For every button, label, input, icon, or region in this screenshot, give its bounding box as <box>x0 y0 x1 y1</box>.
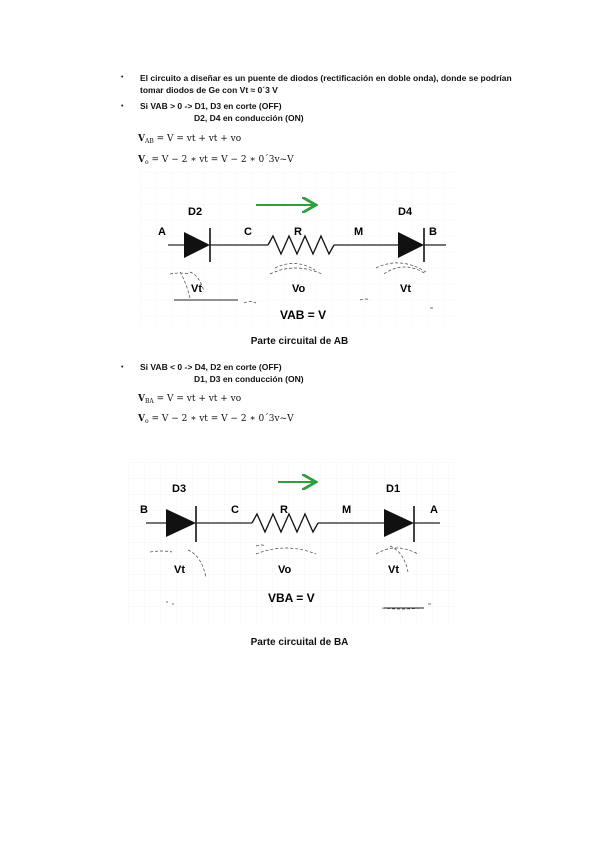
eq-vab-rest: = V = vt + vt + vo <box>153 134 242 144</box>
node-label-m: M <box>342 504 351 516</box>
sketch-mark <box>269 263 323 275</box>
vt-label-right: Vt <box>388 564 399 576</box>
bullet-dot-ba: • <box>121 364 124 371</box>
resistor-symbol <box>251 512 319 534</box>
node-label-m: M <box>354 226 363 238</box>
resistor-symbol <box>267 234 335 256</box>
circuit-diagram-ab: A D2 C R M D4 B Vt Vo Vt VAB = V <box>140 172 460 327</box>
eq-vba-subscript: BA <box>144 398 154 405</box>
condition-ab: Si VAB > 0 -> D1, D3 en corte (OFF) <box>140 101 282 111</box>
eq-vba-rest: = V = vt + vt + vo <box>153 394 242 404</box>
eq-vo-ab-rest: = V − 2 ∗ vt = V − 2 ∗ 0´3v~V <box>148 155 294 165</box>
equation-vo-ab: Vo = V − 2 ∗ vt = V − 2 ∗ 0´3v~V <box>138 155 294 166</box>
sketch-mark <box>166 601 431 610</box>
sketch-mark <box>149 544 419 579</box>
circuit-diagram-ba: B D3 C R M D1 A Vt Vo Vt VBA = V <box>128 462 458 622</box>
diode-label-left: D3 <box>172 483 186 495</box>
condition-ba: Si VAB < 0 -> D4, D2 en corte (OFF) <box>140 362 282 372</box>
sketch-mark <box>375 262 427 275</box>
diode-d1-symbol <box>384 509 414 537</box>
equation-vba: VBA = V = vt + vt + vo <box>138 394 241 405</box>
eq-vo-ba-rest: = V − 2 ∗ vt = V − 2 ∗ 0´3v~V <box>148 414 294 424</box>
grid-background <box>128 462 458 622</box>
eq-vo-ba-symbol: V <box>138 414 145 424</box>
sketch-mark <box>243 298 433 309</box>
eq-vab-subscript: AB <box>144 138 154 145</box>
condition-ab-2: D2, D4 en conducción (ON) <box>194 113 304 123</box>
node-label-c: C <box>231 504 239 516</box>
eq-vo-ab-subscript: o <box>144 159 149 166</box>
condition-ba-2: D1, D3 en conducción (ON) <box>194 374 304 384</box>
diode-label-right: D1 <box>386 483 400 495</box>
eq-vo-ba-subscript: o <box>144 418 149 425</box>
bullet-dot-intro: • <box>121 74 124 81</box>
sketch-mark <box>169 271 205 299</box>
diode-d4-symbol <box>398 232 424 258</box>
caption-ab: Parte circuital de AB <box>250 336 349 347</box>
intro-line-1: El circuito a diseñar es un puente de di… <box>140 73 512 83</box>
node-label-left: A <box>158 226 166 238</box>
vt-label-left: Vt <box>191 283 202 295</box>
diode-label-right: D4 <box>398 206 413 218</box>
vo-label: Vo <box>292 283 306 295</box>
equation-vab: VAB = V = vt + vt + vo <box>138 134 241 145</box>
node-label-left: B <box>140 504 148 516</box>
diode-d2-symbol <box>184 232 210 258</box>
equation-vo-ba: Vo = V − 2 ∗ vt = V − 2 ∗ 0´3v~V <box>138 414 294 425</box>
voltage-label: VAB = V <box>280 308 326 322</box>
node-label-right: A <box>430 504 438 516</box>
diode-label-left: D2 <box>188 206 202 218</box>
node-label-right: B <box>429 226 437 238</box>
eq-vo-ab-symbol: V <box>138 155 145 165</box>
resistor-label: R <box>280 504 288 516</box>
node-label-c: C <box>244 226 252 238</box>
vt-label-left: Vt <box>174 564 185 576</box>
diode-d3-symbol <box>166 509 196 537</box>
eq-vba-symbol: V <box>138 394 145 404</box>
caption-ba: Parte circuital de BA <box>250 637 349 648</box>
voltage-label: VBA = V <box>268 591 315 605</box>
resistor-label: R <box>294 226 302 238</box>
bullet-dot-ab: • <box>121 103 124 110</box>
vt-label-right: Vt <box>400 283 411 295</box>
intro-line-2: tomar diodos de Ge con Vt ≈ 0´3 V <box>140 85 278 95</box>
vo-label: Vo <box>278 564 292 576</box>
eq-vab-symbol: V <box>138 134 145 144</box>
